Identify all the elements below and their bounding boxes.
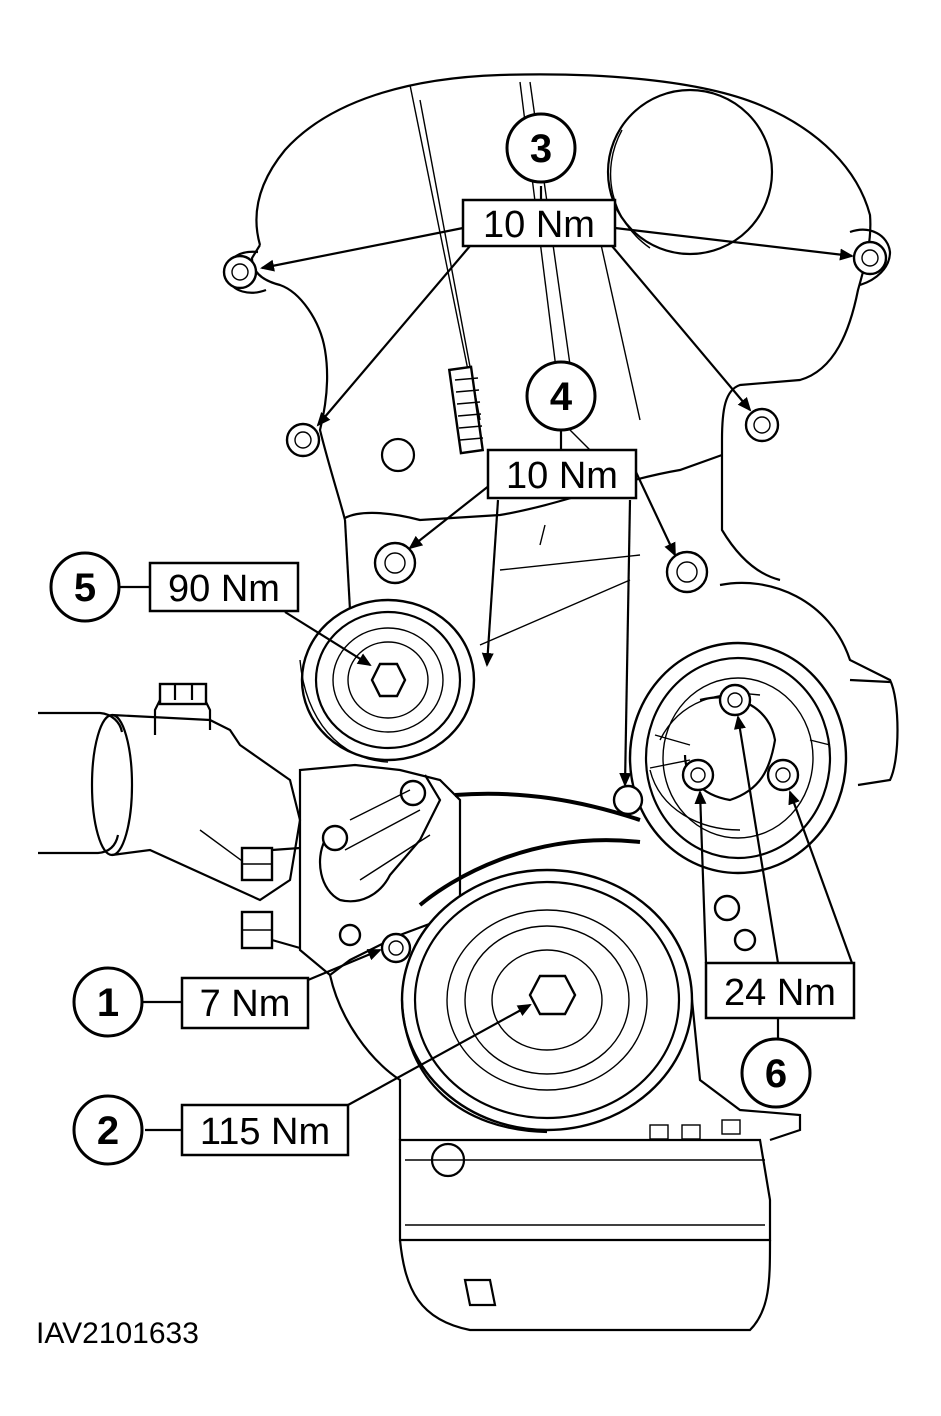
callout-3-torque-box bbox=[461, 198, 617, 248]
callout-6-torque-box bbox=[704, 961, 856, 1020]
callout-5-torque-box bbox=[148, 561, 300, 613]
callout-4-number-circle bbox=[525, 360, 597, 432]
callout-2: 2 115 Nm bbox=[72, 1094, 350, 1166]
callout-1-number: 1 bbox=[97, 981, 119, 1025]
bolt-heads bbox=[222, 240, 888, 1016]
callout-5-torque: 90 Nm bbox=[168, 568, 280, 610]
callout-5-number: 5 bbox=[74, 566, 96, 610]
timing-cover bbox=[255, 73, 872, 582]
callout-1: 1 7 Nm bbox=[72, 966, 310, 1038]
drive-belt bbox=[418, 791, 641, 907]
callout-1-torque: 7 Nm bbox=[200, 983, 291, 1025]
callout-1-torque-box bbox=[180, 976, 310, 1030]
callout-3-torque: 10 Nm bbox=[483, 204, 595, 246]
engine-front-view bbox=[38, 73, 899, 1332]
callout-2-torque-box bbox=[180, 1103, 350, 1157]
callout-4-torque: 10 Nm bbox=[506, 455, 618, 497]
callout-2-number: 2 bbox=[97, 1109, 119, 1153]
callout-1-number-circle bbox=[72, 966, 144, 1038]
callout-6-number: 6 bbox=[765, 1052, 787, 1096]
callout-2-torque: 115 Nm bbox=[200, 1111, 330, 1153]
stud bbox=[447, 365, 485, 455]
callout-4-torque-box bbox=[486, 448, 638, 500]
callout-3: 3 10 Nm bbox=[461, 112, 617, 248]
callout-4: 4 10 Nm bbox=[486, 360, 638, 500]
figure-code: IAV2101633 bbox=[36, 1317, 199, 1350]
callout-5: 5 90 Nm bbox=[49, 551, 300, 623]
callout-6: 24 Nm 6 bbox=[704, 961, 856, 1109]
callout-3-number-circle bbox=[505, 112, 577, 184]
callout-3-number: 3 bbox=[530, 127, 552, 171]
oil-pan bbox=[328, 928, 802, 1332]
coolant-outlet bbox=[38, 682, 302, 950]
callout-5-number-circle bbox=[49, 551, 121, 623]
callout-6-number-circle bbox=[740, 1037, 812, 1109]
callout-6-torque: 24 Nm bbox=[724, 972, 836, 1014]
power-steering-pulley bbox=[628, 581, 899, 875]
water-pump-housing bbox=[298, 763, 462, 977]
camshaft-pulley-outline bbox=[606, 88, 774, 256]
callout-2-number-circle bbox=[72, 1094, 144, 1166]
callout-4-number: 4 bbox=[550, 375, 573, 419]
leader-arrows bbox=[118, 186, 854, 1132]
